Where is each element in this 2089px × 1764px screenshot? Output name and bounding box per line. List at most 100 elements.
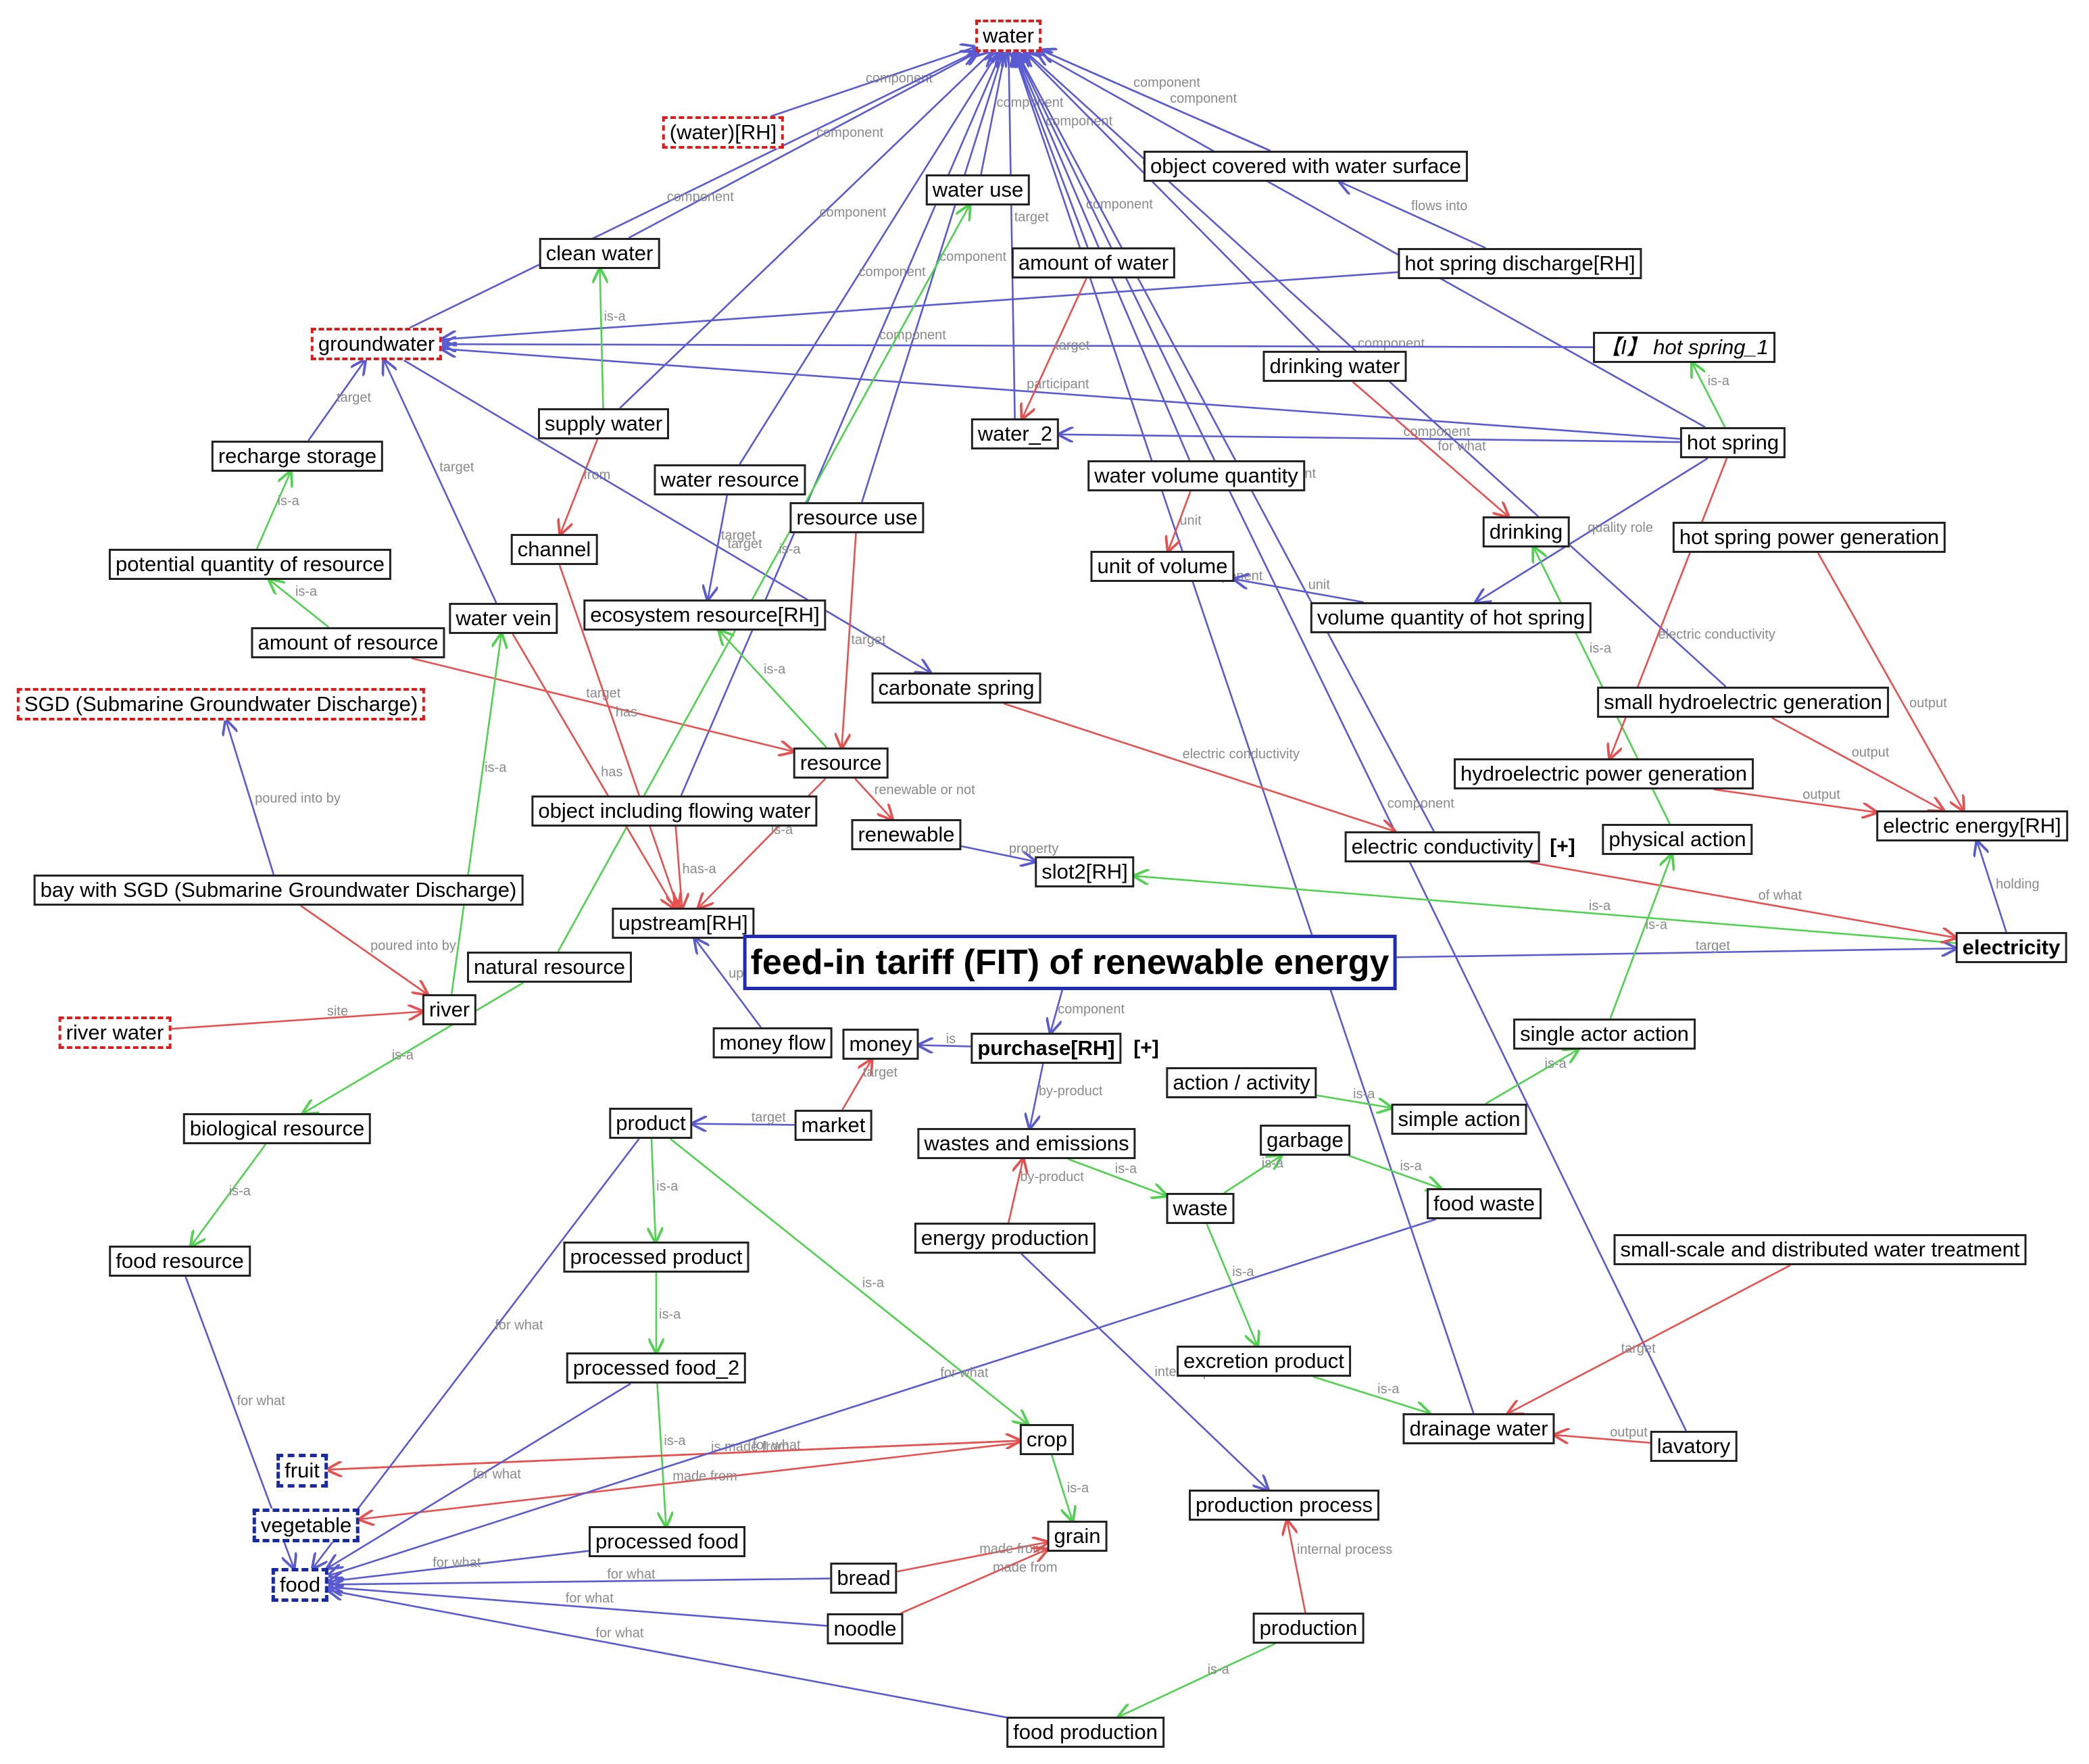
node-natural-resource[interactable]: natural resource — [466, 952, 633, 983]
node-food[interactable]: food — [271, 1568, 329, 1602]
node-unit-of-volume[interactable]: unit of volume — [1090, 551, 1235, 582]
node-wastes-emissions[interactable]: wastes and emissions — [917, 1128, 1136, 1159]
node-processed-food[interactable]: processed food — [589, 1526, 745, 1557]
node-amount-of-resource[interactable]: amount of resource — [251, 627, 445, 658]
node-purchase[interactable]: purchase[RH] — [970, 1033, 1122, 1064]
node-biological-resource[interactable]: biological resource — [182, 1113, 372, 1144]
node-object-flowing[interactable]: object including flowing water — [531, 795, 818, 827]
node-water-rh[interactable]: (water)[RH] — [662, 116, 785, 149]
node-food-production[interactable]: food production — [1006, 1717, 1164, 1748]
node-fruit[interactable]: fruit — [276, 1454, 328, 1488]
node-upstream[interactable]: upstream[RH] — [612, 908, 755, 939]
node-crop[interactable]: crop — [1019, 1424, 1075, 1455]
node-hot-spring-power[interactable]: hot spring power generation — [1672, 522, 1946, 553]
edge-label: component — [879, 328, 946, 343]
node-object-covered[interactable]: object covered with water surface — [1143, 151, 1469, 182]
node-carbonate-spring[interactable]: carbonate spring — [871, 672, 1041, 704]
edge-label: electric conductivity — [1183, 747, 1300, 762]
node-bread[interactable]: bread — [830, 1563, 898, 1594]
node-water-2[interactable]: water_2 — [970, 418, 1060, 449]
node-processed-food-2[interactable]: processed food_2 — [566, 1352, 747, 1383]
edge-label: is-a — [1545, 1056, 1567, 1071]
node-vegetable[interactable]: vegetable — [252, 1509, 360, 1542]
edge-hot_spring-to-hot_spring_1 — [1692, 363, 1726, 428]
conductivity-expand-mark[interactable]: [+] — [1550, 835, 1575, 858]
edge-label: is-a — [1115, 1161, 1137, 1176]
node-garbage[interactable]: garbage — [1260, 1125, 1350, 1156]
node-processed-product[interactable]: processed product — [563, 1242, 749, 1273]
purchase-expand-mark[interactable]: [+] — [1133, 1037, 1159, 1059]
node-channel[interactable]: channel — [510, 534, 598, 565]
edge-label: target — [337, 390, 372, 405]
edge-garbage-to-food_waste — [1348, 1154, 1440, 1188]
node-recharge-storage[interactable]: recharge storage — [211, 441, 384, 472]
node-production[interactable]: production — [1252, 1613, 1365, 1644]
node-market[interactable]: market — [794, 1110, 873, 1141]
node-slot2[interactable]: slot2[RH] — [1035, 856, 1135, 887]
edge-label: is-a — [1708, 374, 1730, 389]
node-action-activity[interactable]: action / activity — [1166, 1067, 1317, 1098]
node-production-process[interactable]: production process — [1189, 1490, 1379, 1521]
node-water-use[interactable]: water use — [925, 174, 1031, 205]
node-resource-use[interactable]: resource use — [789, 502, 925, 533]
node-drainage-water[interactable]: drainage water — [1402, 1413, 1555, 1444]
node-bay-sgd[interactable]: bay with SGD (Submarine Groundwater Disc… — [33, 875, 524, 906]
node-hot-spring-discharge[interactable]: hot spring discharge[RH] — [1398, 248, 1642, 279]
node-electricity[interactable]: electricity — [1955, 932, 2067, 963]
edge-label: is-a — [1353, 1087, 1375, 1102]
node-water-vein[interactable]: water vein — [449, 603, 558, 634]
node-excretion-product[interactable]: excretion product — [1177, 1346, 1351, 1377]
node-money[interactable]: money — [842, 1029, 919, 1060]
node-volume-hot-spring[interactable]: volume quantity of hot spring — [1310, 602, 1592, 633]
node-amount-of-water[interactable]: amount of water — [1011, 247, 1176, 278]
node-ecosystem-resource[interactable]: ecosystem resource[RH] — [583, 599, 827, 631]
node-money-flow[interactable]: money flow — [712, 1027, 833, 1058]
edge-natural_resource-to-biological_resource — [303, 981, 524, 1113]
node-supply-water[interactable]: supply water — [537, 408, 670, 439]
node-drinking-water[interactable]: drinking water — [1262, 351, 1407, 382]
node-renewable[interactable]: renewable — [851, 819, 962, 850]
node-waste[interactable]: waste — [1166, 1193, 1235, 1224]
node-hot-spring[interactable]: hot spring — [1679, 427, 1786, 458]
node-food-waste[interactable]: food waste — [1427, 1188, 1542, 1219]
node-river[interactable]: river — [422, 994, 477, 1025]
node-food-resource[interactable]: food resource — [109, 1246, 251, 1277]
node-water[interactable]: water — [975, 20, 1041, 52]
node-small-scale-treatment[interactable]: small-scale and distributed water treatm… — [1613, 1234, 2027, 1265]
edge-electric_conductivity-to-electricity — [1529, 861, 1956, 937]
node-water-resource[interactable]: water resource — [654, 464, 806, 495]
edge-label: for what — [495, 1318, 543, 1333]
node-electric-energy[interactable]: electric energy[RH] — [1876, 810, 2068, 841]
node-electric-conductivity[interactable]: electric conductivity — [1344, 831, 1540, 862]
edge-label: of what — [1759, 888, 1802, 903]
node-fit[interactable]: feed-in tariff (FIT) of renewable energy — [743, 935, 1397, 990]
node-physical-action[interactable]: physical action — [1602, 824, 1753, 855]
edge-crop-to-grain — [1050, 1454, 1073, 1521]
edge-noodle-to-grain — [900, 1549, 1048, 1615]
node-energy-production[interactable]: energy production — [914, 1223, 1096, 1254]
node-clean-water[interactable]: clean water — [539, 238, 660, 269]
node-product[interactable]: product — [609, 1108, 693, 1139]
node-groundwater[interactable]: groundwater — [310, 328, 443, 360]
node-sgd[interactable]: SGD (Submarine Groundwater Discharge) — [16, 688, 426, 720]
edge-label: by-product — [1020, 1170, 1084, 1185]
node-river-water[interactable]: river water — [58, 1016, 172, 1049]
edge-market-to-money — [841, 1060, 871, 1110]
edge-excretion_product-to-drainage_water — [1312, 1375, 1429, 1413]
node-hydro-power[interactable]: hydroelectric power generation — [1454, 758, 1754, 789]
node-noodle[interactable]: noodle — [827, 1613, 904, 1644]
node-simple-action[interactable]: simple action — [1391, 1104, 1527, 1135]
node-potential-quantity[interactable]: potential quantity of resource — [108, 549, 392, 580]
node-drinking[interactable]: drinking — [1482, 516, 1570, 547]
edge-label: holding — [1996, 877, 2040, 892]
node-small-hydro[interactable]: small hydroelectric generation — [1597, 687, 1889, 718]
node-lavatory[interactable]: lavatory — [1650, 1431, 1738, 1462]
node-water-volume-quantity[interactable]: water volume quantity — [1087, 460, 1305, 491]
node-grain[interactable]: grain — [1047, 1521, 1108, 1552]
edge-label: target — [439, 460, 474, 475]
node-hot-spring-1[interactable]: 【I】 hot spring_1 — [1593, 332, 1775, 363]
edge-water_resource-to-water — [739, 52, 998, 465]
node-resource[interactable]: resource — [793, 748, 889, 779]
edge-noodle-to-food — [328, 1587, 827, 1627]
node-single-actor-action[interactable]: single actor action — [1513, 1019, 1696, 1050]
